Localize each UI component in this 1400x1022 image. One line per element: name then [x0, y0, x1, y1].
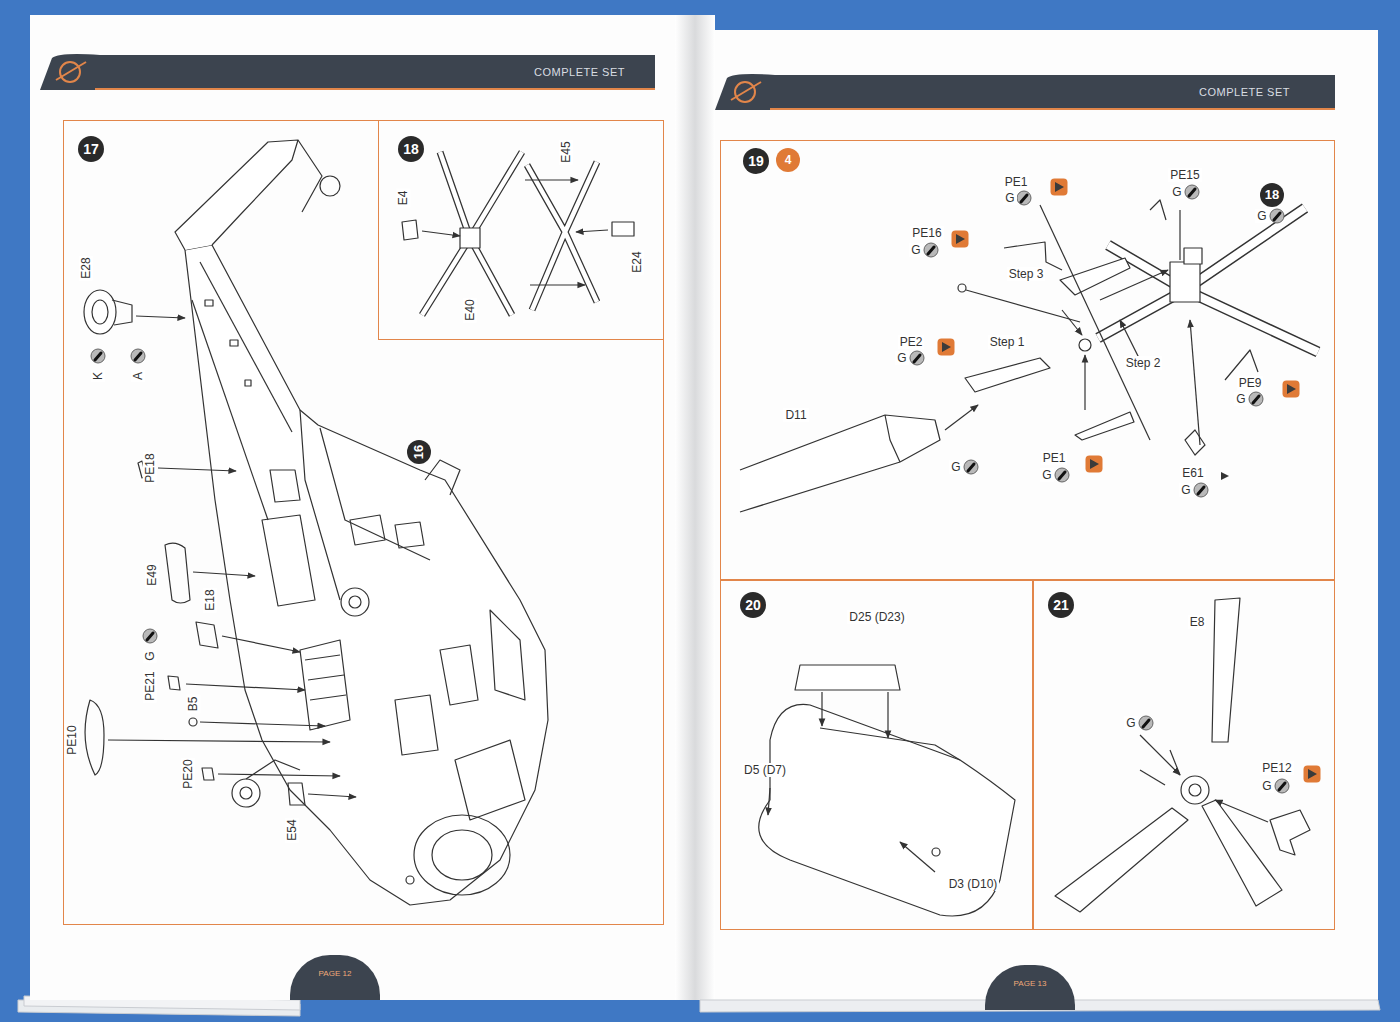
part-label: A: [131, 370, 145, 382]
part-label: D3 (D10): [947, 877, 1000, 891]
part-label: PE1: [1041, 451, 1068, 465]
part-label: PE1: [1003, 175, 1030, 189]
part-label: PE21: [143, 669, 157, 702]
part-label: PE10: [65, 723, 79, 756]
step-number: 21: [1048, 592, 1074, 618]
part-label: G: [143, 649, 157, 662]
part-label: G: [1260, 779, 1273, 793]
page-number: PAGE 13: [1014, 979, 1047, 988]
part-label: G: [1170, 185, 1183, 199]
part-label: PE9: [1237, 376, 1264, 390]
part-label: PE18: [143, 451, 157, 484]
step-panel: 17: [63, 120, 664, 925]
part-label: G: [1179, 483, 1192, 497]
part-label: D5 (D7): [742, 763, 788, 777]
part-label: PE20: [181, 757, 195, 790]
part-label: D25 (D23): [847, 610, 906, 624]
part-label: E18: [203, 587, 217, 612]
part-label: E28: [79, 255, 93, 280]
part-label: Step 3: [1007, 267, 1046, 281]
part-label: PE16: [910, 226, 943, 240]
step-number: 19: [743, 148, 769, 174]
part-label: G: [909, 243, 922, 257]
step-number: 20: [740, 592, 766, 618]
part-label: Step 1: [988, 335, 1027, 349]
part-label: E49: [145, 562, 159, 587]
part-label: G: [895, 351, 908, 365]
part-label: G: [949, 460, 962, 474]
part-label: PE12: [1260, 761, 1293, 775]
part-label: G: [1255, 209, 1268, 223]
part-label: E54: [285, 817, 299, 842]
part-label: G: [1040, 468, 1053, 482]
part-label: PE15: [1168, 168, 1201, 182]
callout-number: 18: [1260, 183, 1284, 207]
part-label: PE2: [898, 335, 925, 349]
step-panel: 19: [720, 140, 1335, 580]
page-number: PAGE 12: [319, 969, 352, 978]
part-label: E40: [463, 297, 477, 322]
part-label: E61: [1180, 466, 1205, 480]
part-label: G: [1124, 716, 1137, 730]
part-label: G: [1234, 392, 1247, 406]
callout-number: 4: [776, 148, 800, 172]
step-number: 18: [398, 136, 424, 162]
section-title: COMPLETE SET: [1199, 86, 1290, 98]
part-label: D11: [783, 408, 808, 422]
part-label: K: [91, 370, 105, 382]
part-label: Step 2: [1124, 356, 1163, 370]
header-bar: COMPLETE SET: [770, 75, 1335, 110]
part-label: B5: [186, 695, 200, 714]
step-panel: 18: [378, 120, 664, 340]
part-label: E45: [559, 139, 573, 164]
callout-number: 16: [407, 440, 431, 464]
section-title: COMPLETE SET: [534, 66, 625, 78]
part-label: G: [1003, 191, 1016, 205]
step-number: 17: [78, 136, 104, 162]
part-label: E4: [396, 189, 410, 208]
part-label: E24: [630, 249, 644, 274]
step-panel: 21: [1033, 580, 1335, 930]
part-label: E8: [1188, 615, 1207, 629]
header-bar: COMPLETE SET: [95, 55, 655, 90]
